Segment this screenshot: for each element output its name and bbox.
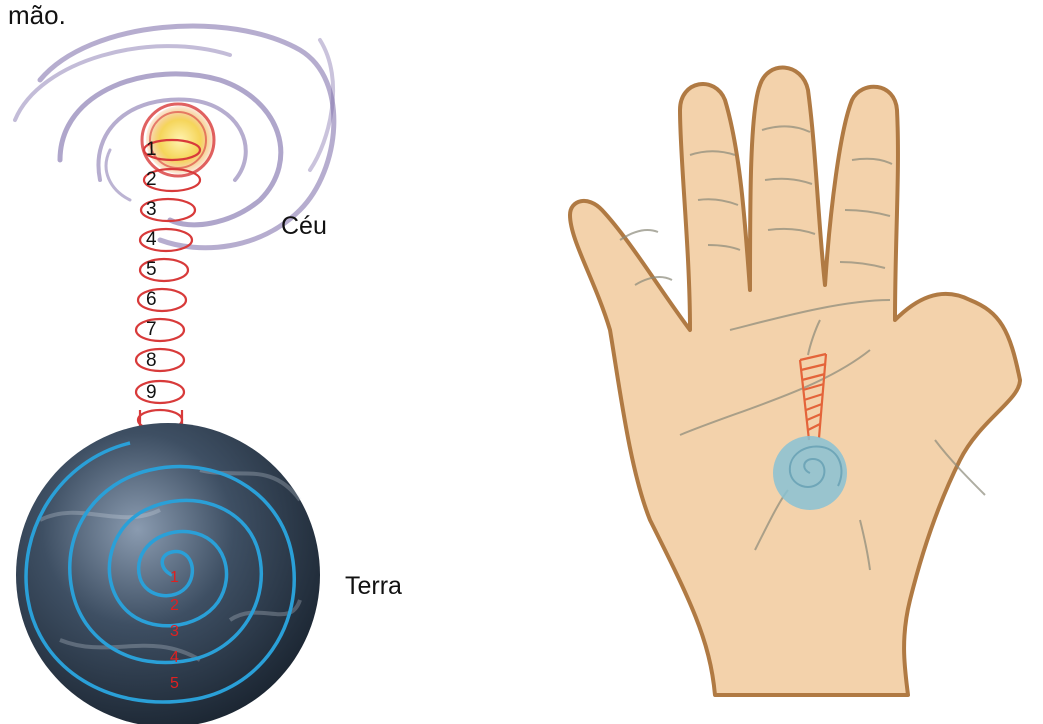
sky-level-2: 2	[146, 169, 157, 190]
earth-level-5: 5	[170, 675, 179, 692]
earth-level-3: 3	[170, 623, 179, 640]
sky-level-9: 9	[146, 382, 157, 403]
sky-level-8: 8	[146, 350, 157, 371]
sky-level-4: 4	[146, 229, 157, 250]
sky-level-5: 5	[146, 259, 157, 280]
sky-level-numbers: 1 2 3 4 5 6 7 8 9	[146, 139, 157, 403]
sky-earth-spiral-illustration: 1 2 3 4 5 6 7 8 9 1 2	[0, 0, 440, 724]
earth-level-4: 4	[170, 649, 179, 666]
sky-level-1: 1	[146, 139, 157, 160]
earth-level-1: 1	[170, 569, 179, 586]
earth-label: Terra	[345, 572, 402, 601]
palm-hand-illustration	[540, 0, 1040, 724]
sky-level-6: 6	[146, 289, 157, 310]
hand-outline	[570, 68, 1020, 695]
earth-level-2: 2	[170, 597, 179, 614]
sky-level-3: 3	[146, 199, 157, 220]
palm-blue-spiral	[773, 436, 847, 510]
sky-level-7: 7	[146, 319, 157, 340]
sky-label: Céu	[281, 212, 327, 241]
